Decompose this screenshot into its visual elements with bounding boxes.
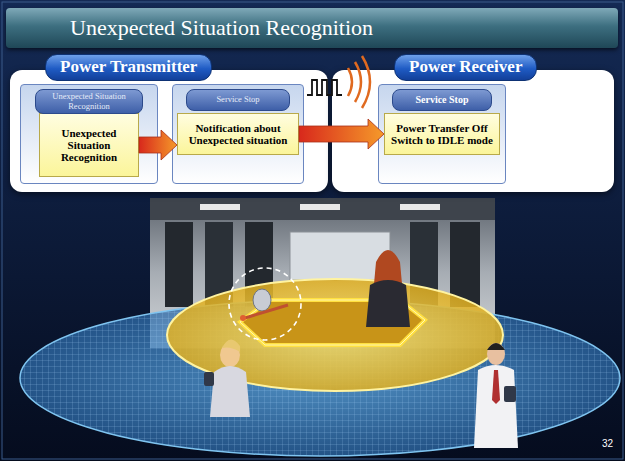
action-text: Unexpected Situation Recognition — [43, 127, 135, 163]
stage-header: Unexpected Situation Recognition — [35, 89, 144, 114]
flow-arrow — [299, 119, 384, 149]
page-number: 32 — [602, 438, 613, 449]
stage-box: Unexpected Situation RecognitionUnexpect… — [20, 84, 158, 184]
wireless-waves — [348, 56, 370, 108]
pulse-symbol — [307, 80, 342, 95]
stage-header: Service Stop — [186, 89, 290, 111]
action-text: Power Transfer Off Switch to IDLE mode — [388, 122, 496, 146]
slide-title: Unexpected Situation Recognition — [70, 16, 373, 40]
flow-arrow — [139, 130, 177, 160]
action-box: Notification about Unexpected situation — [177, 113, 299, 155]
action-text: Notification about Unexpected situation — [181, 122, 295, 146]
panel-tab: Power Transmitter — [45, 54, 212, 81]
stage-box: Service StopPower Transfer Off Switch to… — [378, 84, 506, 184]
action-box: Power Transfer Off Switch to IDLE mode — [384, 113, 500, 155]
stage-box: Service StopNotification about Unexpecte… — [172, 84, 304, 184]
action-box: Unexpected Situation Recognition — [39, 113, 139, 177]
stage-header: Service Stop — [392, 89, 493, 111]
device-panel: Power TransmitterUnexpected Situation Re… — [10, 70, 328, 192]
title-bar: Unexpected Situation Recognition — [6, 8, 618, 48]
panel-tab: Power Receiver — [394, 54, 537, 81]
